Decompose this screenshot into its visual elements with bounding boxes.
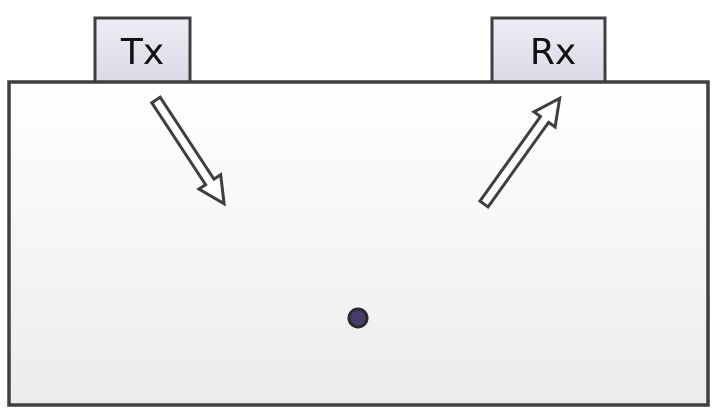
transmitter-label: Tx — [120, 32, 164, 73]
medium-block — [7, 80, 710, 407]
reflected-arrow — [477, 95, 562, 210]
target-point — [347, 307, 369, 329]
receiver-label: Rx — [530, 32, 576, 73]
incident-arrow — [149, 95, 226, 207]
